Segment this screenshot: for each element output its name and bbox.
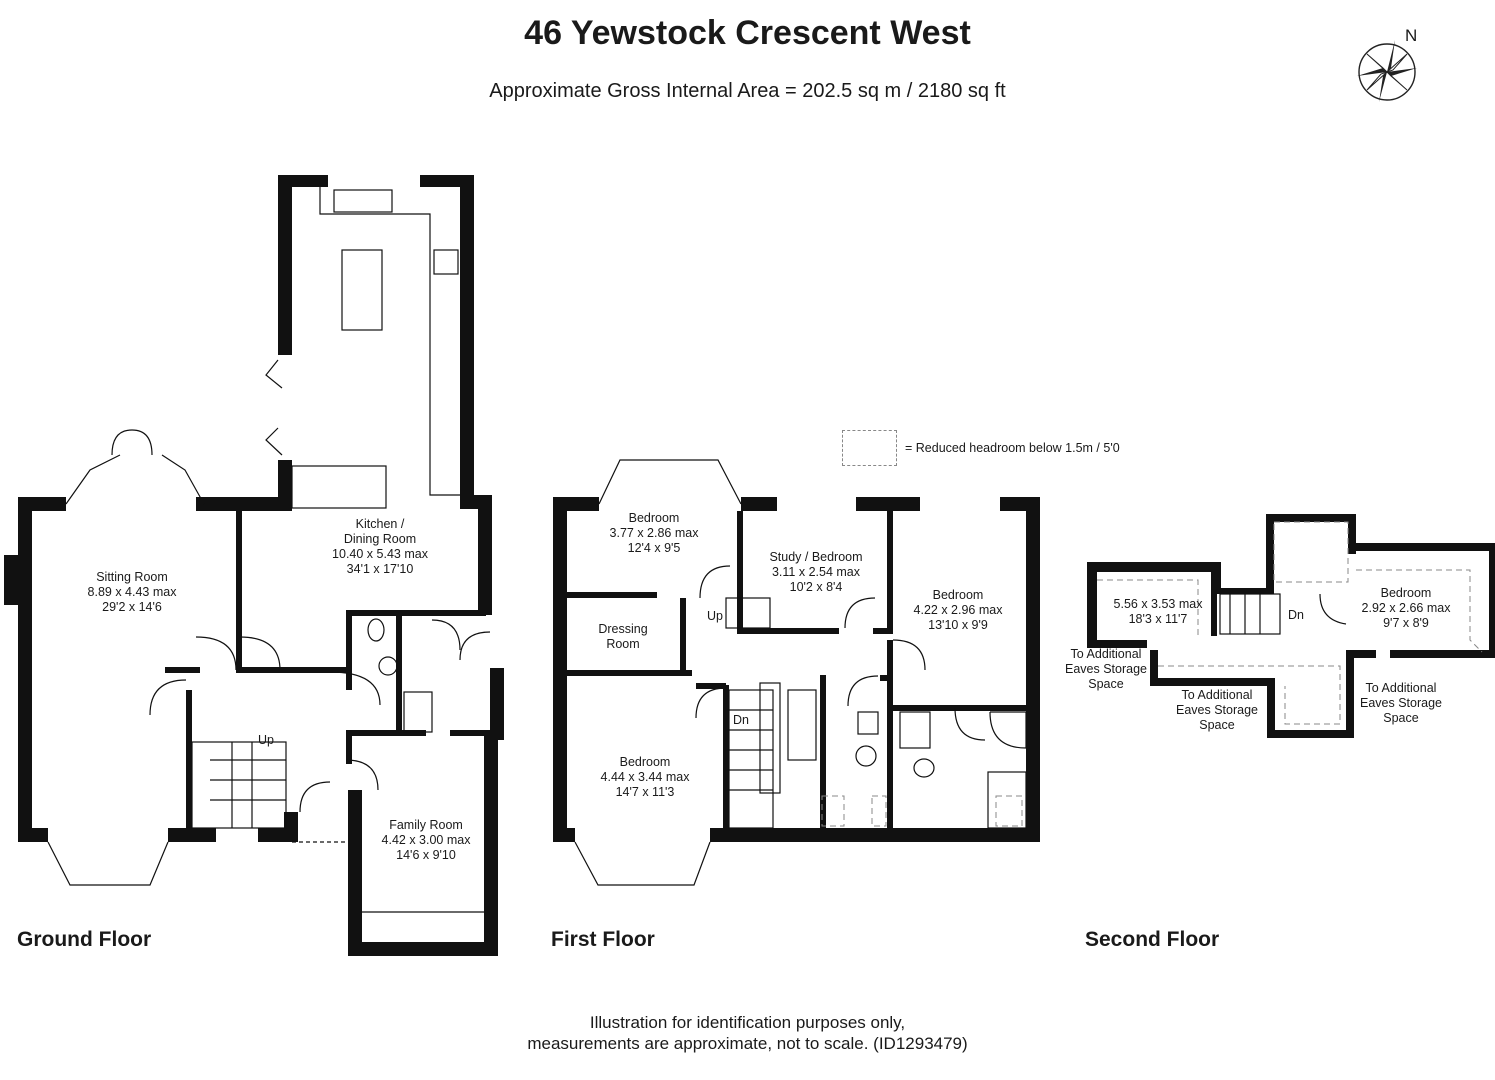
eaves-right: To Additional Eaves Storage Space [1346,681,1456,726]
room-kitchen-name1: Kitchen / [355,517,405,531]
gross-area: Approximate Gross Internal Area = 202.5 … [489,80,1006,102]
stairs-second-dn: Dn [1288,608,1304,622]
room-dressing: Dressing Room [573,622,673,652]
room-bedroom-1-imperial: 12'4 x 9'5 [627,541,681,555]
room-kitchen-imperial: 34'1 x 17'10 [346,562,414,576]
room-bedroom-4-metric: 2.92 x 2.66 max [1361,601,1451,615]
room-bedroom-4: Bedroom 2.92 x 2.66 max 9'7 x 8'9 [1346,586,1466,631]
eaves-middle-3: Space [1199,718,1235,732]
room-bedroom-1-metric: 3.77 x 2.86 max [609,526,699,540]
room-family: Family Room 4.42 x 3.00 max 14'6 x 9'10 [366,818,486,863]
room-study-metric: 3.11 x 2.54 max [771,565,860,579]
room-bedroom-3: Bedroom 4.44 x 3.44 max 14'7 x 11'3 [585,755,705,800]
room-bedroom-1-name: Bedroom [628,511,680,525]
room-bedroom-1: Bedroom 3.77 x 2.86 max 12'4 x 9'5 [594,511,714,556]
floor-label-ground: Ground Floor [17,928,152,951]
room-kitchen-name2: Dining Room [343,532,417,546]
room-dressing-name1: Dressing [598,622,648,636]
room-loft: 5.56 x 3.53 max 18'3 x 11'7 [1098,597,1218,627]
compass-icon [1357,40,1417,102]
room-dressing-name2: Room [606,637,640,651]
reduced-headroom-swatch [842,430,897,466]
room-bedroom-2: Bedroom 4.22 x 2.96 max 13'10 x 9'9 [898,588,1018,633]
legend-text: = Reduced headroom below 1.5m / 5'0 [905,441,1120,455]
room-sitting-metric: 8.89 x 4.43 max [87,585,177,599]
room-bedroom-3-imperial: 14'7 x 11'3 [615,785,675,799]
disclaimer-line1: Illustration for identification purposes… [589,1013,906,1032]
room-sitting-imperial: 29'2 x 14'6 [102,600,162,614]
disclaimer: Illustration for identification purposes… [0,1012,1495,1054]
room-kitchen: Kitchen / Dining Room 10.40 x 5.43 max 3… [320,517,440,577]
floor-label-first: First Floor [551,928,655,951]
eaves-right-3: Space [1383,711,1419,725]
room-bedroom-2-imperial: 13'10 x 9'9 [928,618,988,632]
room-kitchen-metric: 10.40 x 5.43 max [332,547,428,561]
stairs-ground-up: Up [258,733,274,747]
room-study: Study / Bedroom 3.11 x 2.54 max 10'2 x 8… [756,550,876,595]
eaves-left-2: Eaves Storage [1065,662,1147,676]
room-family-metric: 4.42 x 3.00 max [381,833,471,847]
plan-title: 46 Yewstock Crescent West [524,14,971,52]
room-bedroom-4-imperial: 9'7 x 8'9 [1383,616,1429,630]
room-sitting: Sitting Room 8.89 x 4.43 max 29'2 x 14'6 [72,570,192,615]
room-bedroom-3-name: Bedroom [619,755,671,769]
room-bedroom-4-name: Bedroom [1380,586,1432,600]
eaves-right-1: To Additional [1365,681,1437,695]
stairs-first-dn: Dn [733,713,749,727]
eaves-middle-1: To Additional [1181,688,1253,702]
eaves-middle: To Additional Eaves Storage Space [1162,688,1272,733]
floor-label-second: Second Floor [1085,928,1220,951]
room-family-imperial: 14'6 x 9'10 [396,848,456,862]
north-label: N [1405,26,1418,45]
disclaimer-line2: measurements are approximate, not to sca… [527,1034,968,1053]
eaves-left: To Additional Eaves Storage Space [1051,647,1161,692]
eaves-left-1: To Additional [1070,647,1142,661]
room-loft-metric: 5.56 x 3.53 max [1113,597,1203,611]
room-bedroom-2-metric: 4.22 x 2.96 max [913,603,1003,617]
room-study-name: Study / Bedroom [769,550,863,564]
room-bedroom-2-name: Bedroom [932,588,984,602]
room-study-imperial: 10'2 x 8'4 [789,580,843,594]
room-family-name: Family Room [389,818,463,832]
eaves-middle-2: Eaves Storage [1176,703,1258,717]
stairs-first-up: Up [707,609,723,623]
room-sitting-name: Sitting Room [96,570,168,584]
eaves-right-2: Eaves Storage [1360,696,1442,710]
eaves-left-3: Space [1088,677,1124,691]
room-loft-imperial: 18'3 x 11'7 [1128,612,1188,626]
room-bedroom-3-metric: 4.44 x 3.44 max [600,770,690,784]
